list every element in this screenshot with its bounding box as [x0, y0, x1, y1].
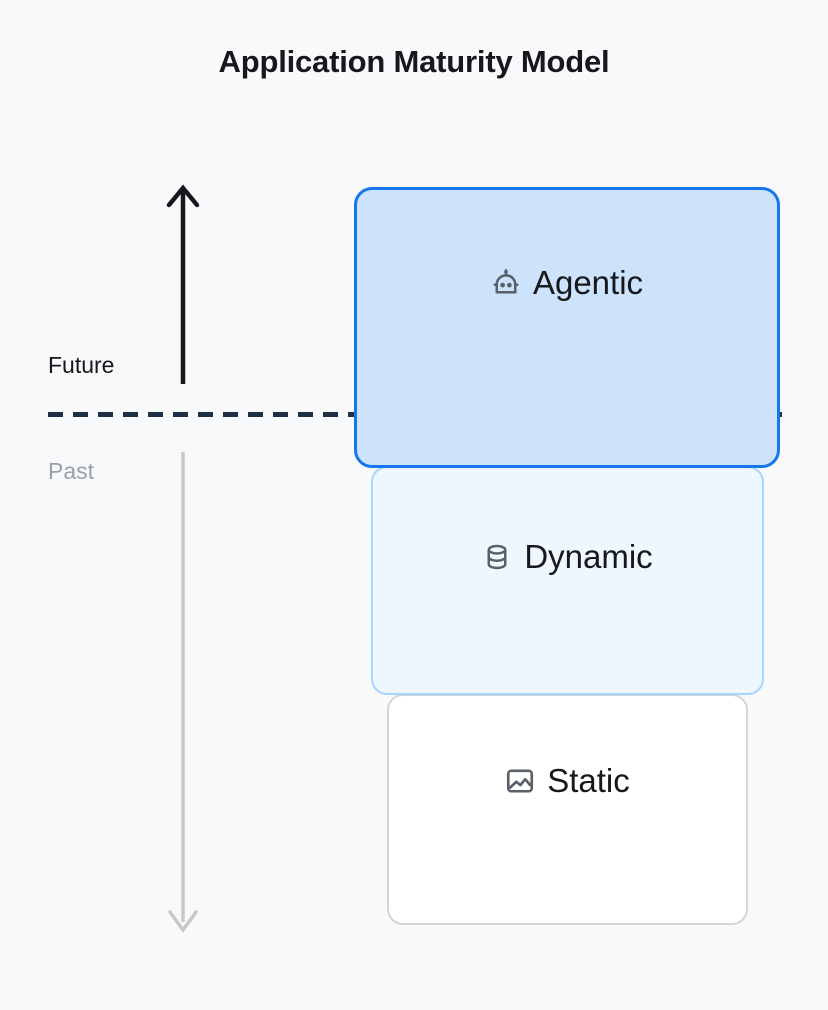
axis-label-past: Past: [48, 458, 95, 484]
layer-agentic[interactable]: Agentic: [354, 187, 780, 468]
robot-icon: [493, 268, 519, 293]
layer-static-content: Static: [505, 764, 630, 797]
image-icon: [507, 768, 534, 793]
layer-dynamic-content: Dynamic: [482, 538, 653, 575]
arrow-up-future-icon: [166, 184, 200, 384]
layer-dynamic[interactable]: Dynamic: [371, 466, 764, 695]
layer-static[interactable]: Static: [387, 694, 748, 925]
database-icon: [487, 544, 507, 569]
axis-label-future: Future: [48, 352, 115, 378]
layer-dynamic-label: Dynamic: [524, 538, 653, 575]
arrow-down-past-icon: [168, 452, 198, 933]
layer-static-label: Static: [547, 762, 630, 799]
layer-agentic-label: Agentic: [532, 264, 644, 301]
layer-agentic-content: Agentic: [491, 266, 643, 299]
page-title: Application Maturity Model: [218, 44, 610, 79]
